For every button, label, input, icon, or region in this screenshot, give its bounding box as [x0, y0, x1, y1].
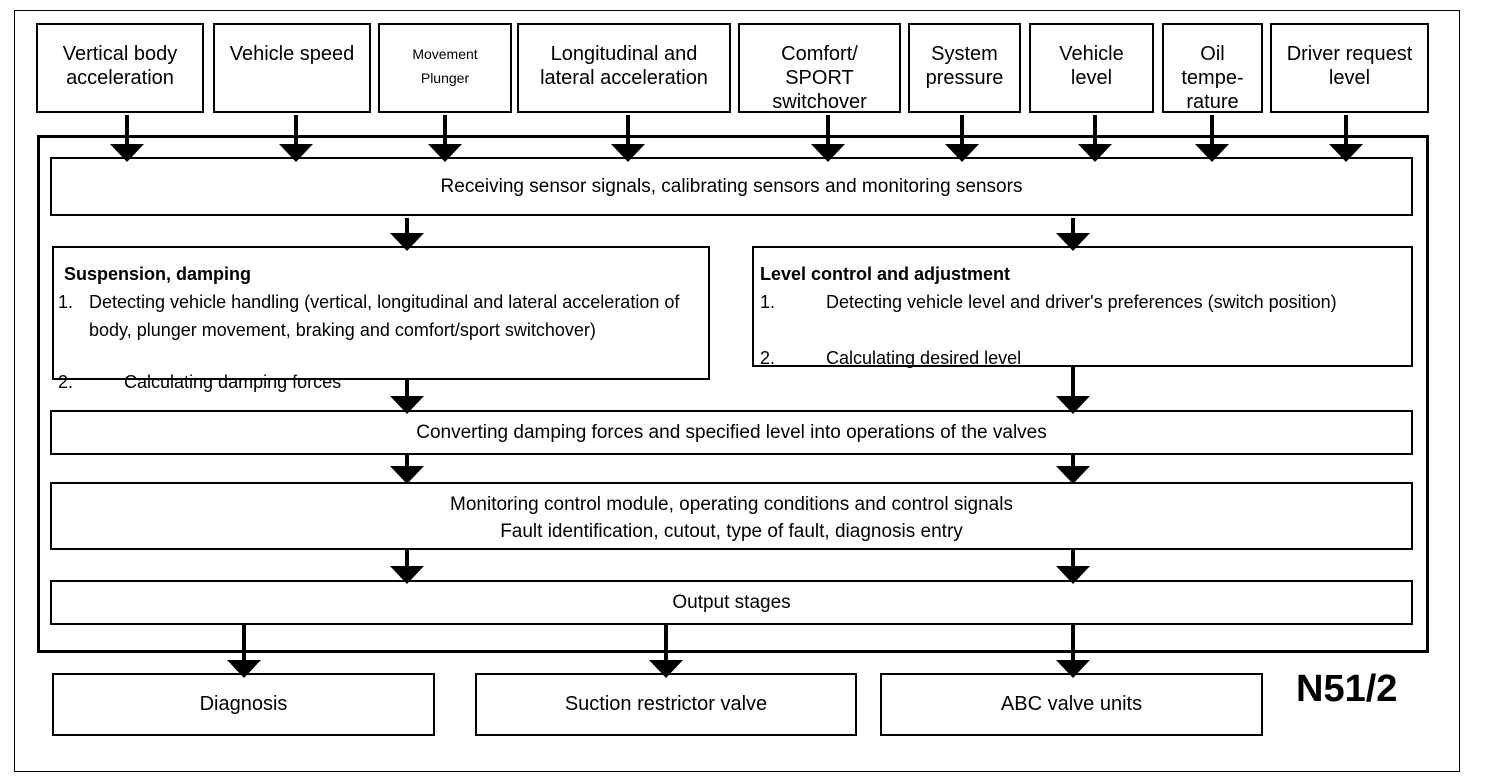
sensor-vehicle-level: Vehicle level: [1029, 23, 1154, 113]
level-item2-text: Calculating desired level: [826, 348, 1022, 368]
panel-level-control: Level control and adjustment 1. Detectin…: [752, 246, 1413, 368]
suspension-item2-number: 2.: [58, 372, 74, 392]
suspension-item2-text: Calculating damping forces: [124, 372, 342, 392]
sensor-vehicle-speed: Vehicle speed: [213, 23, 371, 113]
sensor-vertical-body-acceleration: Vertical body acceleration: [36, 23, 204, 113]
sensor-longitudinal-lateral-acceleration: Longitudinal and lateral acceleration: [517, 23, 731, 113]
sensor-movement-plunger: Movement Plunger: [378, 23, 512, 113]
level-title: Level control and adjustment: [760, 264, 1011, 284]
sensor-driver-request-level: Driver request level: [1270, 23, 1429, 113]
output-abc-valve-units: ABC valve units: [880, 673, 1263, 736]
suspension-item1-text: Detecting vehicle handling (vertical, lo…: [89, 292, 680, 340]
level-item1-text: Detecting vehicle level and driver's pre…: [826, 292, 1337, 312]
level-item1-number: 1.: [760, 292, 776, 312]
sensor-oil-temperature: Oil tempe- rature: [1162, 23, 1263, 113]
arrow-sensor-to-receiving: [125, 115, 1348, 146]
module-id-label: N51/2: [1296, 668, 1398, 710]
suspension-item1-number: 1.: [58, 292, 74, 312]
sensor-system-pressure: System pressure: [908, 23, 1021, 113]
stage-monitoring: Monitoring control module, operating con…: [50, 482, 1413, 550]
stage-converting-forces: Converting damping forces and specified …: [50, 410, 1413, 455]
suspension-title: Suspension, damping: [64, 264, 252, 284]
stage-output: Output stages: [50, 580, 1413, 625]
panel-suspension-damping: Suspension, damping 1. Detecting vehicle…: [52, 246, 710, 392]
stage-receiving-signals: Receiving sensor signals, calibrating se…: [50, 157, 1413, 216]
level-item2-number: 2.: [760, 348, 776, 368]
diagram-frame: [14, 10, 1460, 772]
control-module-outline: [37, 135, 1429, 653]
sensor-comfort-sport-switchover: Comfort/ SPORT switchover: [738, 23, 901, 113]
